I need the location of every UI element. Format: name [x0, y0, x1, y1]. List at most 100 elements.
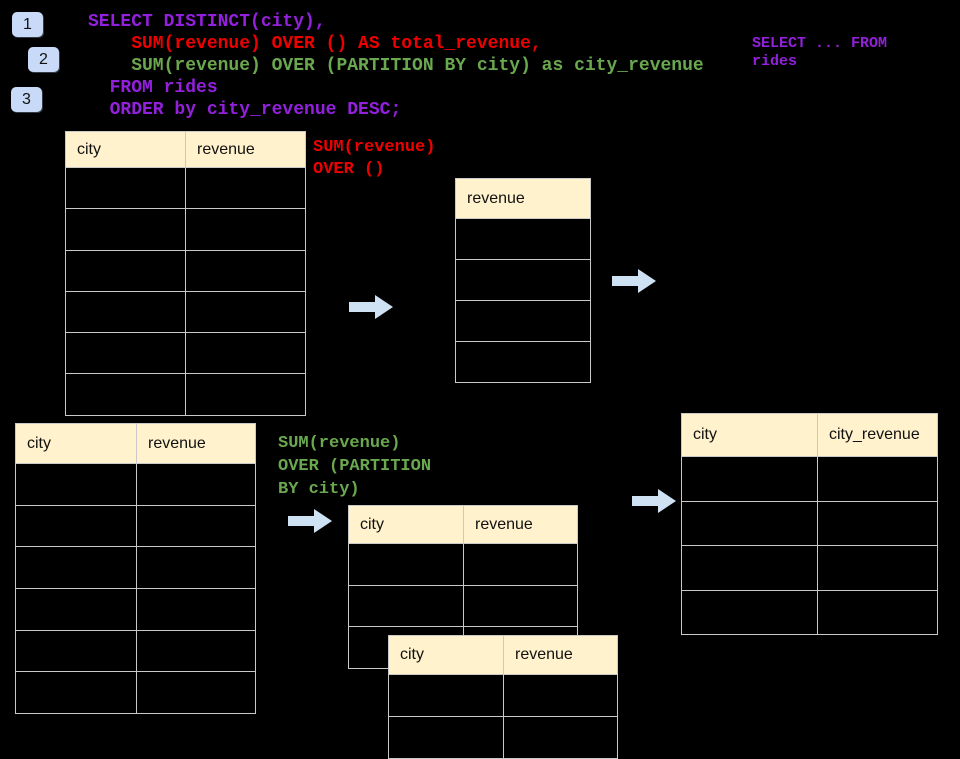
empty-cell: [456, 219, 591, 260]
sql-code-line: FROM rides: [88, 78, 218, 98]
empty-cell: [464, 585, 578, 628]
table-row: [16, 547, 256, 590]
empty-cell: [186, 374, 306, 416]
table-row: [682, 457, 938, 502]
label-sum-over-partition: SUM(revenue) OVER (PARTITION BY city): [278, 434, 432, 499]
empty-cell: [818, 546, 938, 591]
sql-code-line: SUM(revenue) OVER (PARTITION BY city) as…: [88, 56, 704, 76]
empty-cell: [16, 464, 137, 506]
empty-cell: [66, 168, 186, 210]
table-row: [349, 585, 578, 628]
table-row: [389, 675, 618, 717]
empty-cell: [66, 209, 186, 251]
table-row: [66, 250, 306, 292]
table-row: [682, 546, 938, 591]
table-row: [456, 342, 591, 383]
empty-cell: [16, 505, 137, 548]
empty-cell: [682, 590, 818, 635]
table-row: [66, 374, 306, 416]
table-header-row: revenue: [456, 179, 591, 219]
table-row: [456, 260, 591, 301]
column-header: city: [16, 424, 137, 464]
step-badge-2: 2: [28, 47, 59, 72]
empty-cell: [456, 260, 591, 301]
table-row: [682, 501, 938, 546]
empty-cell: [464, 544, 578, 586]
empty-cell: [16, 630, 137, 673]
empty-cell: [186, 168, 306, 210]
flow-arrow-icon: [349, 295, 393, 319]
empty-cell: [186, 333, 306, 375]
empty-cell: [186, 250, 306, 292]
empty-cell: [504, 675, 618, 717]
column-header: city: [66, 132, 186, 168]
empty-cell: [818, 457, 938, 502]
table-row: [16, 672, 256, 715]
empty-cell: [137, 547, 256, 590]
empty-cell: [16, 672, 137, 715]
empty-cell: [682, 546, 818, 591]
column-header: revenue: [137, 424, 256, 464]
label-sum-over-total: SUM(revenue) OVER (): [313, 138, 436, 179]
empty-cell: [818, 501, 938, 546]
column-header: revenue: [186, 132, 306, 168]
flow-arrow-icon: [632, 489, 676, 513]
table-row: [66, 291, 306, 334]
empty-cell: [16, 547, 137, 590]
empty-cell: [66, 374, 186, 416]
empty-cell: [504, 717, 618, 759]
table-row: [349, 544, 578, 586]
table-revenue-only: revenue: [455, 178, 591, 383]
empty-cell: [389, 717, 504, 759]
empty-cell: [137, 630, 256, 673]
table-row: [66, 168, 306, 210]
empty-cell: [818, 590, 938, 635]
column-header: city: [389, 636, 504, 675]
column-header: revenue: [456, 179, 591, 219]
empty-cell: [456, 342, 591, 383]
empty-cell: [137, 672, 256, 715]
table-row: [456, 301, 591, 342]
empty-cell: [137, 505, 256, 548]
table-row: [456, 219, 591, 260]
empty-cell: [66, 291, 186, 334]
sql-code-line: SELECT DISTINCT(city),: [88, 12, 326, 32]
table-row: [66, 209, 306, 251]
empty-cell: [16, 589, 137, 631]
empty-cell: [682, 501, 818, 546]
table-row: [16, 505, 256, 548]
empty-cell: [137, 464, 256, 506]
column-header: revenue: [464, 506, 578, 544]
step-badge-1: 1: [12, 12, 43, 37]
step-badge-3: 3: [11, 87, 42, 112]
flow-arrow-icon: [612, 269, 656, 293]
table-row: [16, 589, 256, 631]
table-row: [682, 590, 938, 635]
empty-cell: [389, 675, 504, 717]
sql-code-line: ORDER by city_revenue DESC;: [88, 100, 402, 120]
column-header: city: [682, 414, 818, 457]
empty-cell: [66, 333, 186, 375]
table-row: [16, 464, 256, 506]
empty-cell: [186, 209, 306, 251]
column-header: city_revenue: [818, 414, 938, 457]
column-header: city: [349, 506, 464, 544]
empty-cell: [66, 250, 186, 292]
column-header: revenue: [504, 636, 618, 675]
empty-cell: [137, 589, 256, 631]
sql-query-code: SELECT DISTINCT(city), SUM(revenue) OVER…: [88, 11, 704, 121]
slide-canvas: { "palette": { "background": "#000000", …: [11, 11, 938, 759]
table-row: [389, 717, 618, 759]
table-row: [66, 333, 306, 375]
empty-cell: [456, 301, 591, 342]
sql-code-line: SUM(revenue) OVER () AS total_revenue,: [88, 34, 542, 54]
empty-cell: [186, 291, 306, 334]
